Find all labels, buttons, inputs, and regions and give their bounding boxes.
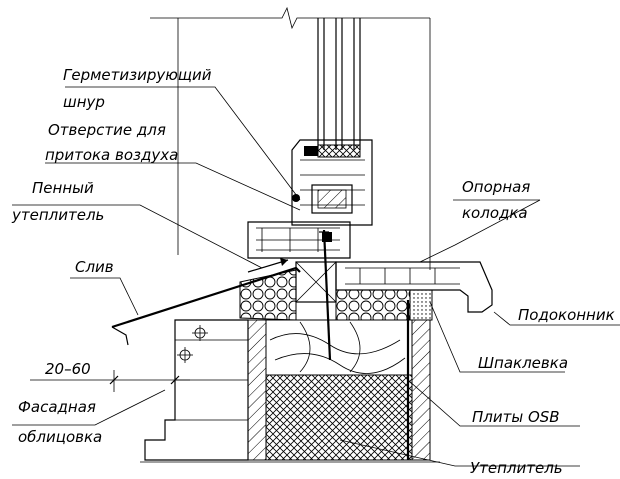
support-block — [295, 229, 337, 361]
label-facade-2: облицовка — [18, 428, 102, 446]
glass-unit — [317, 18, 361, 158]
label-dimension: 20–60 — [45, 360, 91, 378]
label-seal-cord-2: шнур — [63, 93, 105, 111]
label-sill-board: Подоконник — [518, 306, 615, 324]
label-air-hole-1: Отверстие для — [48, 121, 166, 139]
label-support-2: колодка — [462, 204, 528, 222]
frame-profile — [247, 221, 351, 259]
label-seal-cord-1: Герметизирующий — [63, 66, 212, 84]
label-foam-2: утеплитель — [11, 206, 104, 224]
drip-flashing — [111, 266, 301, 346]
label-support-1: Опорная — [462, 178, 530, 196]
dimension-20-60 — [30, 370, 190, 392]
label-air-hole-2: притока воздуха — [45, 146, 178, 164]
labels: Герметизирующий шнур Отверстие для прито… — [11, 66, 615, 477]
label-foam-1: Пенный — [32, 179, 94, 197]
label-osb: Плиты OSB — [472, 408, 560, 426]
anchor-icon — [177, 325, 208, 363]
label-facade-1: Фасадная — [18, 398, 96, 416]
sash-profile — [291, 139, 373, 226]
window-jamb — [177, 18, 431, 270]
top-break-line — [150, 6, 430, 30]
putty-layer — [409, 289, 433, 321]
leader-lines — [12, 86, 620, 467]
wall-structure — [247, 300, 431, 461]
facade-cladding — [144, 319, 249, 461]
label-insulation: Утеплитель — [470, 459, 563, 477]
air-flow-arrow-icon — [247, 258, 289, 273]
label-drip: Слив — [75, 258, 114, 276]
label-putty: Шпаклевка — [478, 354, 568, 372]
